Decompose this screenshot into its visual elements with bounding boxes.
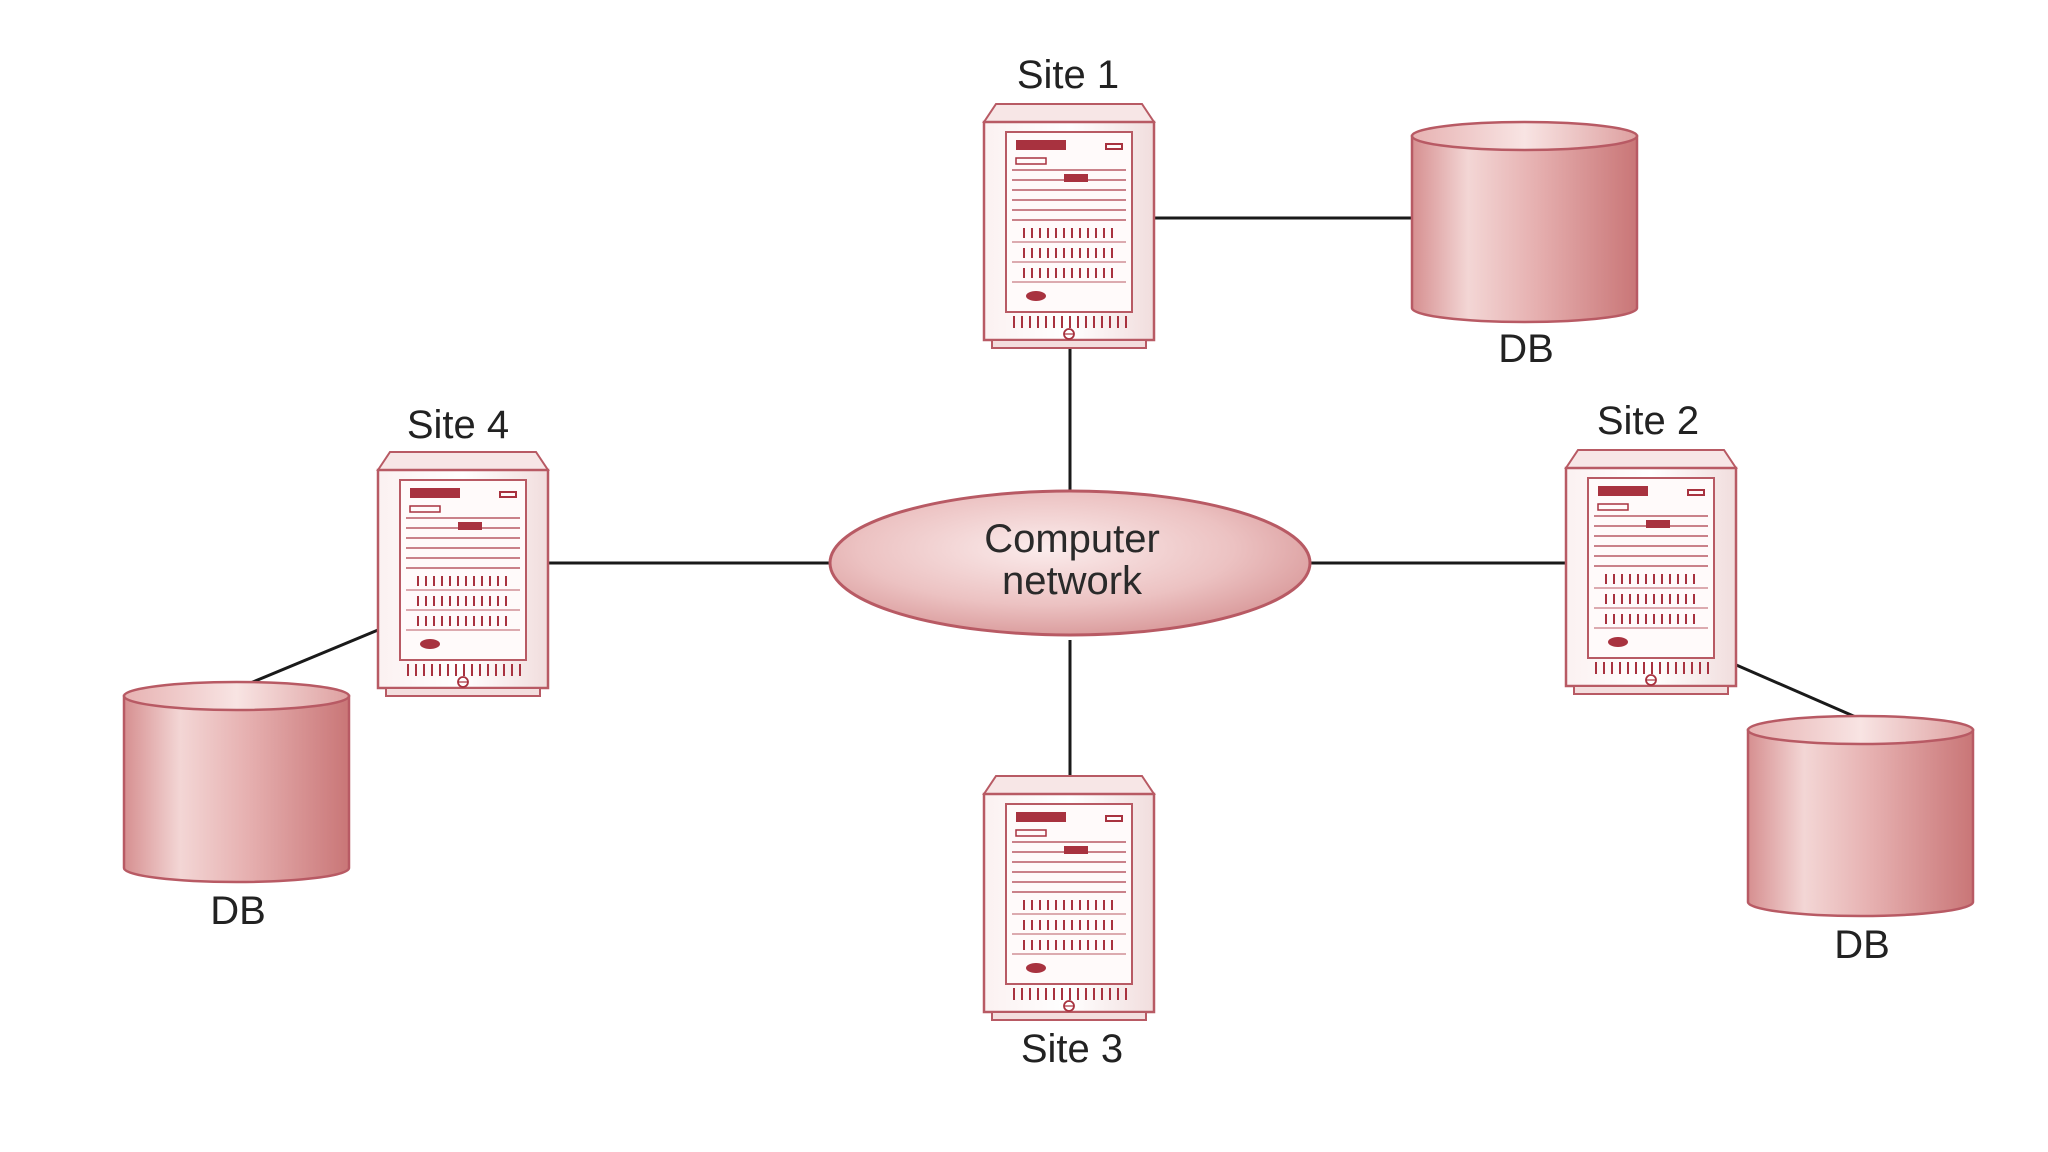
site-2-label: Site 2 xyxy=(1597,399,1699,443)
site-4-label: Site 4 xyxy=(407,403,509,447)
site-1-label: Site 1 xyxy=(1017,53,1119,97)
site-1-db-label: DB xyxy=(1498,327,1554,371)
site-4: Site 4 xyxy=(376,403,550,698)
site-4-db-label: DB xyxy=(210,889,266,933)
site-2-database: DB xyxy=(1746,714,1975,967)
network-label-line2: network xyxy=(1002,559,1143,603)
site-3-label: Site 3 xyxy=(1021,1027,1123,1071)
server-icon xyxy=(376,450,550,698)
server-icon xyxy=(1564,448,1738,696)
database-icon xyxy=(1410,120,1639,324)
network-label-line1: Computer xyxy=(984,517,1160,561)
computer-network-node: Computer network xyxy=(828,489,1312,637)
link-site2-db xyxy=(1733,662,1859,720)
network-links xyxy=(247,216,1859,778)
server-icon xyxy=(982,774,1156,1022)
site-4-database: DB xyxy=(122,680,351,933)
site-1: Site 1 xyxy=(982,53,1156,350)
site-2: Site 2 xyxy=(1564,399,1738,696)
network-ellipse-icon xyxy=(828,489,1312,637)
server-icon xyxy=(982,102,1156,350)
site-3: Site 3 xyxy=(982,774,1156,1071)
site-1-database: DB xyxy=(1410,120,1639,371)
database-icon xyxy=(1746,714,1975,918)
database-icon xyxy=(122,680,351,884)
link-site4-db xyxy=(247,628,379,686)
site-2-db-label: DB xyxy=(1834,923,1890,967)
